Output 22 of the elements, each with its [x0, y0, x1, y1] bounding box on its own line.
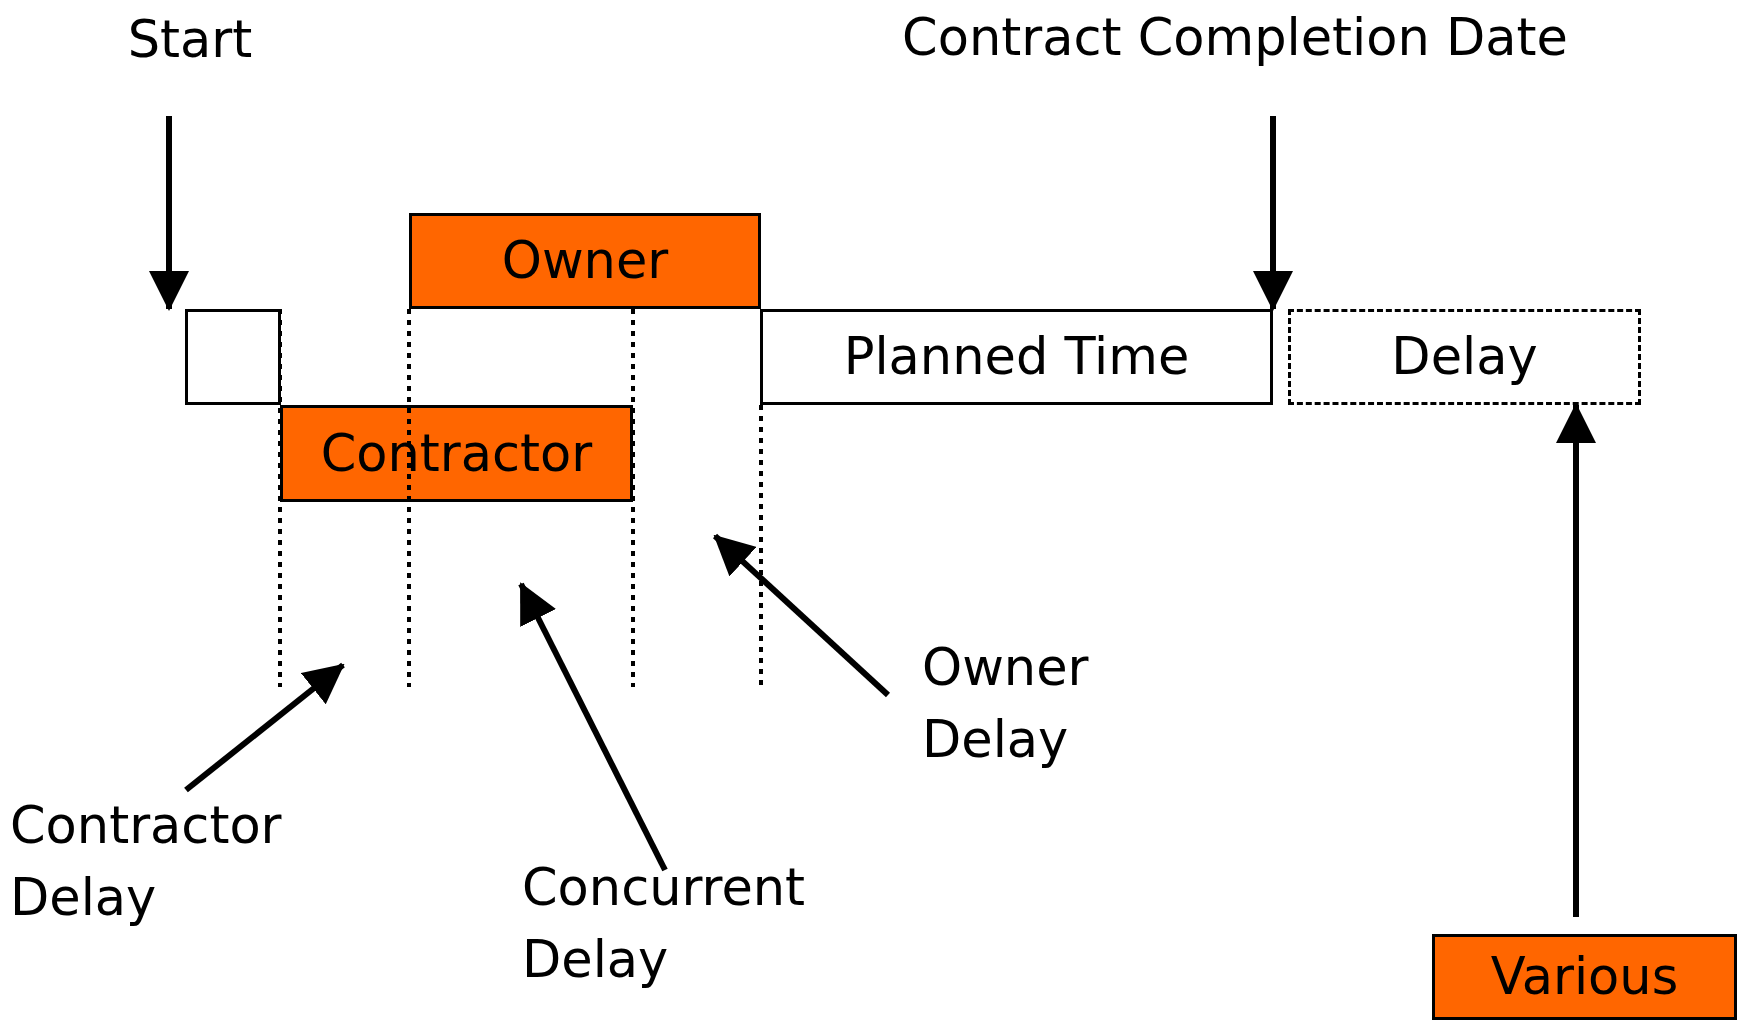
arrow	[149, 116, 189, 311]
delay-bar	[409, 213, 761, 309]
arrow	[1253, 116, 1293, 311]
bar-label: Various	[1490, 946, 1679, 1008]
arrow	[1556, 403, 1596, 917]
bar-label: Delay	[1391, 326, 1538, 388]
arrow	[518, 582, 668, 872]
callout-label: Concurrent Delay	[522, 857, 807, 991]
bar-label: Contractor	[320, 422, 593, 485]
callout-label: Owner Delay	[922, 637, 1090, 771]
schedule-bar	[760, 309, 1273, 405]
delay-bar	[1288, 309, 1641, 405]
callout-label: Contractor Delay	[10, 795, 283, 929]
milestone-label: Contract Completion Date	[902, 7, 1568, 69]
arrow	[184, 662, 345, 793]
source-box	[1432, 934, 1737, 1020]
arrow	[712, 533, 891, 698]
bar-label: Planned Time	[843, 326, 1190, 388]
delay-bar	[280, 405, 633, 502]
schedule-bar	[185, 309, 281, 405]
milestone-label: Start	[127, 9, 253, 71]
bar-label: Owner	[501, 230, 669, 292]
